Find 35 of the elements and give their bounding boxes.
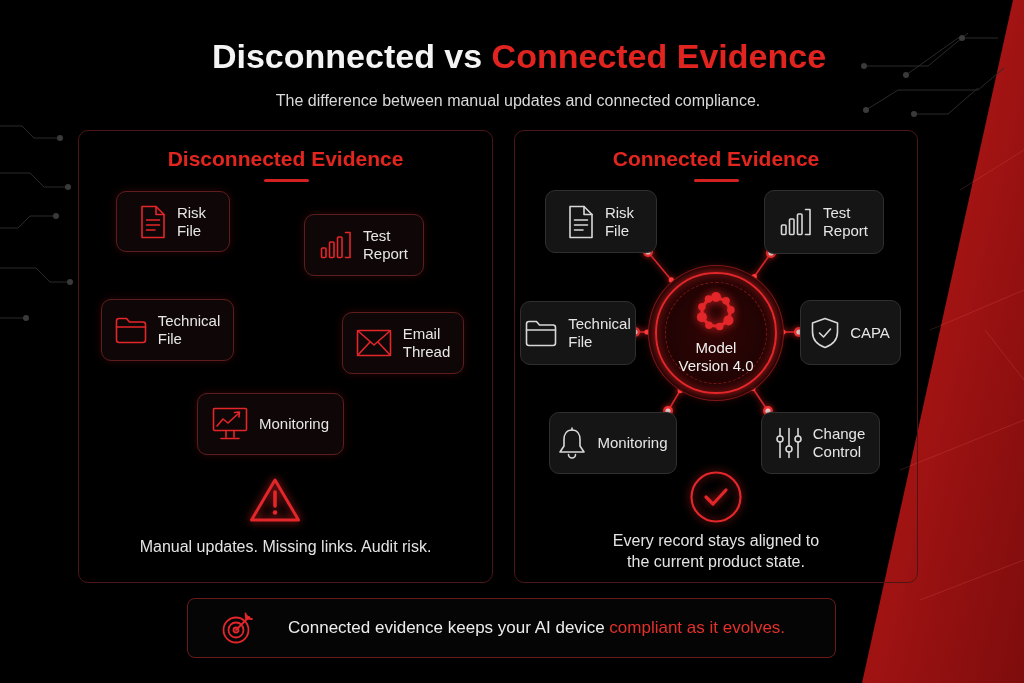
- card-label: Test Report: [363, 227, 408, 263]
- evidence-card: [520, 301, 636, 365]
- card-label: CAPA: [850, 323, 890, 342]
- subtitle: The difference between manual updates and connected compliance.: [275, 91, 761, 111]
- card-label: Monitoring: [258, 415, 329, 433]
- card-label: Monitoring: [597, 434, 668, 452]
- card-label: Risk File: [176, 203, 207, 240]
- panel-note: Every record stays aligned to the current product state.: [611, 531, 821, 572]
- card-label: Risk File: [604, 203, 635, 240]
- banner: [187, 598, 836, 658]
- evidence-card: [197, 393, 344, 455]
- card-label: Email Thread: [402, 325, 451, 361]
- banner-text: Connected evidence keeps your AI device compliant as it evolves.: [288, 617, 786, 639]
- panel: [514, 130, 918, 583]
- card-label: Technical File: [568, 315, 631, 351]
- evidence-card: [545, 190, 657, 253]
- connector-line: [663, 387, 683, 416]
- evidence-card: [101, 299, 234, 361]
- evidence-card: [764, 190, 884, 254]
- panel-heading: Disconnected Evidence: [167, 146, 404, 171]
- evidence-card: [800, 300, 901, 365]
- connector-line: [751, 248, 776, 280]
- hub-label: Model Version 4.0: [677, 339, 755, 375]
- evidence-card: [549, 412, 677, 474]
- evidence-card: [116, 191, 230, 252]
- title: Disconnected vs Connected Evidence: [211, 36, 827, 77]
- card-label: Change Control: [812, 425, 866, 461]
- panel-heading: Connected Evidence: [612, 146, 820, 171]
- card-label: Technical File: [157, 312, 221, 348]
- card-label: Test Report: [823, 204, 868, 240]
- panel-note: Manual updates. Missing links. Audit risk.: [139, 537, 432, 557]
- evidence-card: [342, 312, 464, 374]
- evidence-card: [761, 412, 880, 474]
- panel: [78, 130, 493, 583]
- evidence-card: [304, 214, 424, 276]
